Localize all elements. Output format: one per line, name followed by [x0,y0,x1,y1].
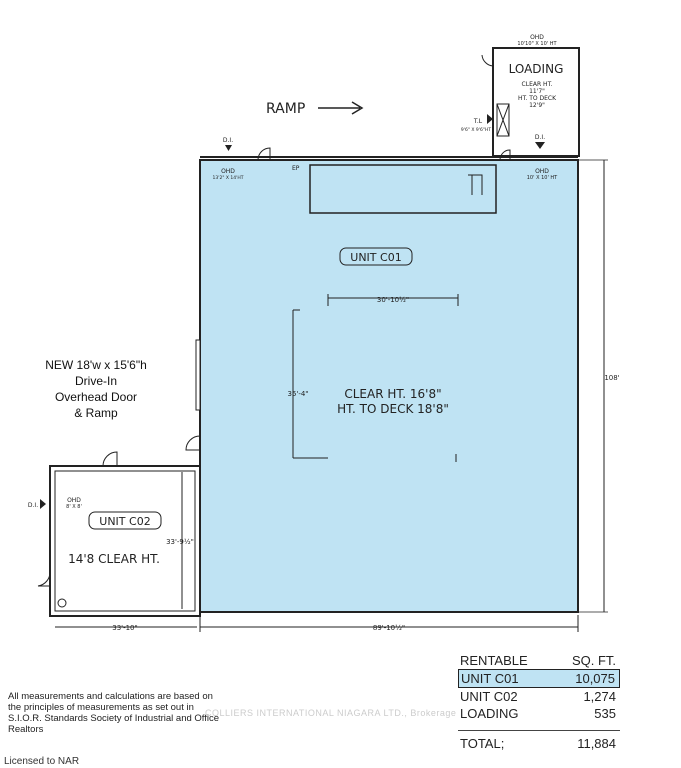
svg-text:89'-10½": 89'-10½" [373,624,405,632]
truck-level-box [496,103,510,137]
svg-text:CLEAR HT.: CLEAR HT. [522,81,553,88]
unit-c02-label: UNIT C02 [99,515,150,528]
new-door-callout: NEW 18'w x 15'6"h Drive-In Overhead Door… [45,358,147,420]
svg-text:OHD: OHD [221,168,235,175]
svg-text:EP: EP [292,165,300,172]
svg-text:HT. TO DECK: HT. TO DECK [518,95,557,102]
svg-text:8' X 8': 8' X 8' [66,504,82,510]
license-text: Licensed to NAR [4,756,80,767]
svg-text:OHD: OHD [530,34,544,41]
svg-text:10' X 10' HT: 10' X 10' HT [527,175,558,181]
new-door [195,339,201,411]
svg-text:35'-4": 35'-4" [287,390,308,398]
svg-text:OHD: OHD [67,497,81,504]
table-total: TOTAL;11,884 [458,730,620,752]
unit-c01-area [199,159,579,613]
svg-text:D.I.: D.I. [535,134,545,141]
loading-label: LOADING [509,62,564,76]
loading-room [492,47,580,157]
svg-text:9'6" X 9'6"HT: 9'6" X 9'6"HT [461,127,491,133]
svg-text:OHD: OHD [535,168,549,175]
ramp-label: RAMP [266,101,305,117]
unit-c01-label: UNIT C01 [350,251,401,264]
svg-text:10'10" X 10' HT: 10'10" X 10' HT [517,41,557,47]
svg-text:D.I.: D.I. [28,502,38,509]
svg-text:11'7": 11'7" [529,88,545,95]
svg-text:T.L: T.L [473,118,483,125]
clear-height-label: CLEAR HT. 16'8" [344,387,441,401]
svg-text:33'-10": 33'-10" [112,624,137,632]
svg-text:D.I.: D.I. [223,137,233,144]
svg-text:12'9": 12'9" [529,102,545,109]
svg-text:13'2" X 14'HT: 13'2" X 14'HT [213,175,244,181]
measurement-note: All measurements and calculations are ba… [8,691,220,735]
door-swing [481,54,494,67]
watermark: COLLIERS INTERNATIONAL NIAGARA LTD., Bro… [205,708,457,718]
svg-text:33'-9½": 33'-9½" [166,538,194,546]
unit-c02-area [49,465,201,617]
deck-height-label: HT. TO DECK 18'8" [337,402,449,416]
svg-text:30'-10½": 30'-10½" [377,296,409,304]
svg-text:14'8 CLEAR HT.: 14'8 CLEAR HT. [68,552,160,566]
mezzanine-outline [309,164,497,214]
svg-text:108': 108' [604,374,619,382]
